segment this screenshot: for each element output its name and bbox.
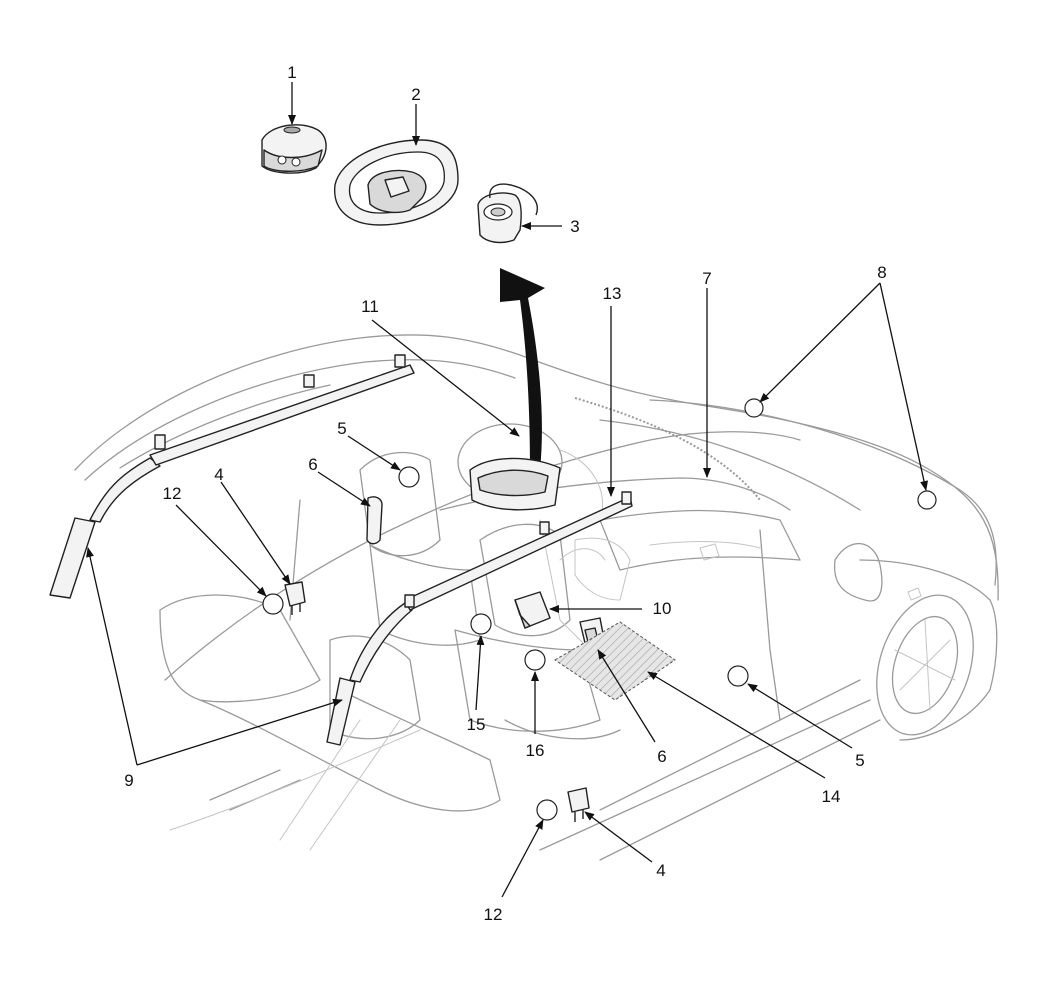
callout-4-front: 4	[656, 861, 665, 880]
clock-spring	[477, 183, 538, 244]
callout-6-front: 6	[657, 747, 666, 766]
callout-7: 7	[702, 269, 711, 288]
marker-15	[470, 613, 492, 635]
marker-12-front	[536, 799, 558, 821]
marker-16	[524, 649, 546, 671]
callout-4-rear: 4	[214, 465, 223, 484]
side-impact-sensor-front	[567, 787, 590, 822]
callout-11: 11	[361, 297, 379, 316]
passenger-airbag-module	[469, 457, 561, 511]
callout-12-front: 12	[484, 905, 503, 924]
occupant-classification-mat	[554, 621, 676, 701]
leader-lines	[86, 82, 928, 898]
steering-wheel	[334, 139, 459, 226]
location-markers	[262, 398, 937, 821]
callout-12-rear: 12	[163, 484, 182, 503]
callout-10: 10	[653, 599, 672, 618]
side-impact-sensor-rear	[284, 581, 306, 615]
callout-6-rear: 6	[308, 455, 317, 474]
callout-5-front: 5	[855, 751, 864, 770]
driver-airbag-module	[261, 124, 327, 174]
callout-13: 13	[603, 284, 622, 303]
marker-5-rear	[398, 466, 420, 488]
curtain-airbag-right	[326, 491, 633, 746]
callout-labels: 1 2 3 4 4 5 5 6 6 7 8 9 10 11 12 12 13 1…	[124, 63, 886, 924]
callout-2: 2	[411, 85, 420, 104]
callout-5-rear: 5	[337, 419, 346, 438]
marker-8-upper	[744, 398, 764, 418]
callout-16: 16	[526, 741, 545, 760]
callout-9: 9	[124, 771, 133, 790]
marker-5-front	[727, 665, 749, 687]
callout-1: 1	[287, 63, 296, 82]
marker-8-lower	[917, 490, 937, 510]
srs-control-module	[514, 591, 551, 629]
curtain-airbag-left	[49, 354, 415, 599]
callout-15: 15	[467, 715, 486, 734]
assembly-arrow	[500, 268, 545, 470]
callout-14: 14	[822, 787, 841, 806]
callout-3: 3	[570, 217, 579, 236]
seat-belt-pretensioner-rear	[366, 496, 383, 545]
marker-12-rear	[262, 593, 284, 615]
callout-8: 8	[877, 263, 886, 282]
